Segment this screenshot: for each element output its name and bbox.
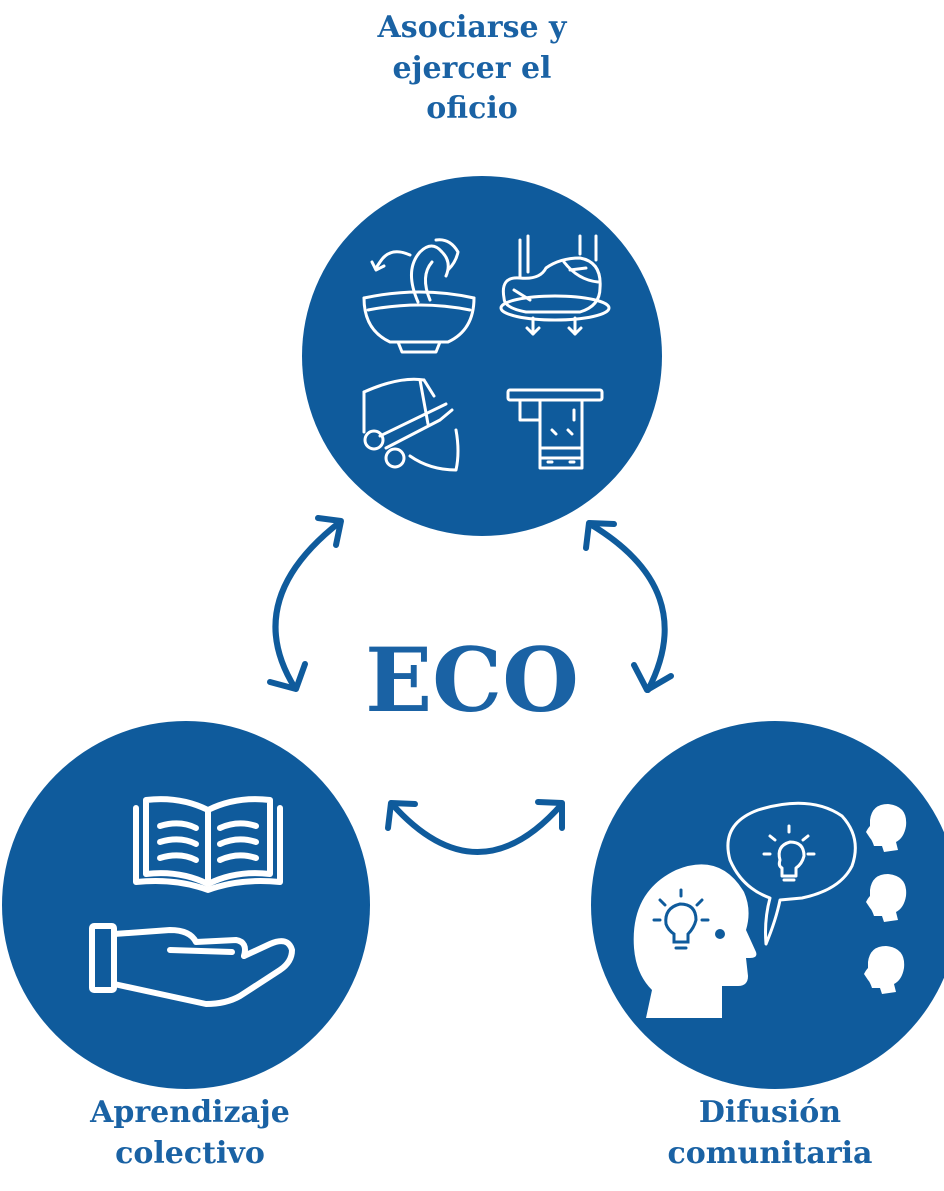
arrow-top-left-icon	[267, 515, 344, 692]
label-right: Difusión comunitaria	[620, 1093, 920, 1174]
towel-textile-icon	[506, 388, 604, 470]
arrow-bottom-icon	[385, 799, 565, 855]
open-hand-icon	[89, 923, 295, 1007]
label-left-line: colectivo	[115, 1135, 265, 1171]
circle-left	[2, 721, 370, 1089]
person-head-icon	[866, 874, 907, 922]
open-book-icon	[133, 796, 283, 893]
speech-bubble-lightbulb-icon	[726, 801, 857, 946]
person-head-icon	[866, 804, 907, 852]
center-label: ECO	[365, 628, 579, 732]
circle-top	[302, 176, 662, 536]
label-top-line: ejercer el	[392, 50, 552, 86]
pottery-mixing-icon	[362, 238, 476, 354]
label-right-line: Difusión	[698, 1095, 842, 1130]
label-top-line: oficio	[426, 91, 518, 126]
label-left: Aprendizaje colectivo	[40, 1093, 340, 1174]
dough-kneading-icon	[499, 234, 611, 336]
label-right-line: comunitaria	[667, 1135, 873, 1171]
arrow-top-right-icon	[583, 520, 674, 693]
label-top: Asociarse y ejercer el oficio	[322, 8, 622, 130]
head-lightbulb-icon	[633, 864, 757, 1018]
person-head-icon	[864, 946, 905, 994]
label-left-line: Aprendizaje	[90, 1095, 290, 1130]
label-top-line: Asociarse y	[377, 10, 567, 45]
scissors-cutting-icon	[362, 377, 460, 472]
